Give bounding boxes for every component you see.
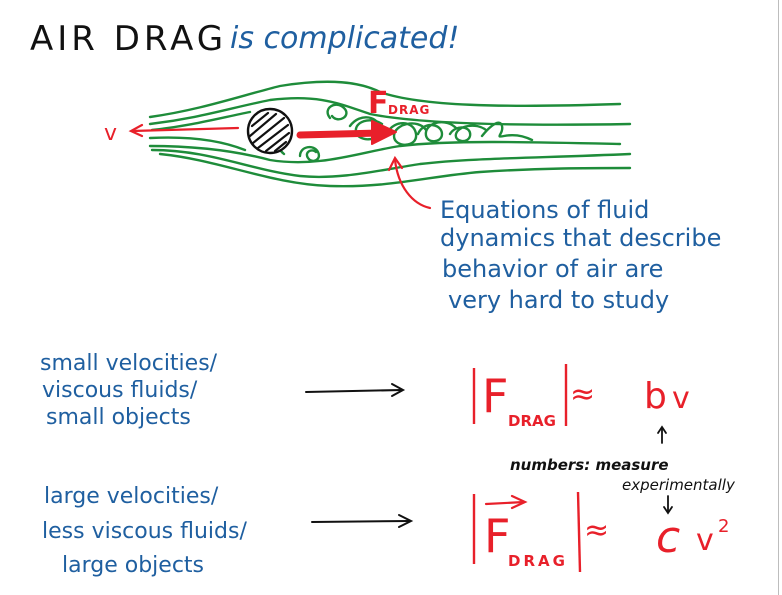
condition-line: small velocities/ bbox=[40, 351, 218, 376]
abs-bar-right bbox=[576, 491, 582, 573]
formula-variable-v: v bbox=[696, 523, 714, 558]
streamline bbox=[148, 80, 622, 119]
annotation-line: behavior of air are bbox=[442, 255, 663, 283]
condition-line: less viscous fluids/ bbox=[42, 519, 247, 544]
formula-variable-v: v bbox=[672, 381, 690, 416]
fluid-dynamics-annotation: Equations of fluid dynamics that describ… bbox=[440, 196, 721, 314]
up-arrow-icon bbox=[657, 425, 667, 444]
note-line-2: experimentally bbox=[622, 476, 736, 494]
linear-drag-formula: F DRAG ≈ b v bbox=[472, 364, 690, 430]
condition-line: small objects bbox=[46, 405, 191, 430]
quadratic-drag-formula: F DRAG ≈ c v 2 bbox=[472, 491, 729, 573]
streamline bbox=[148, 97, 632, 126]
streamline bbox=[150, 148, 632, 179]
regime-conditions: small velocities/ viscous fluids/ small … bbox=[40, 351, 218, 430]
title-air-drag: AIR DRAG bbox=[30, 19, 227, 59]
streamline bbox=[158, 152, 632, 188]
regime-quadratic: large velocities/ less viscous fluids/ l… bbox=[42, 484, 729, 578]
annotation-pointer-arrow bbox=[387, 155, 432, 210]
formula-subscript: DRAG bbox=[508, 552, 568, 570]
streamlines bbox=[148, 80, 632, 188]
annotation-line: dynamics that describe bbox=[440, 224, 721, 252]
formula-coefficient-c: c bbox=[656, 512, 680, 563]
title: AIR DRAG is complicated! bbox=[30, 19, 459, 59]
hatched-circle-ball-icon bbox=[246, 107, 294, 155]
formula-approx: ≈ bbox=[584, 513, 609, 548]
regime-arrow bbox=[305, 383, 406, 397]
formula-f: F bbox=[482, 369, 508, 423]
formula-subscript: DRAG bbox=[508, 412, 556, 430]
title-is-complicated: is complicated! bbox=[230, 21, 459, 56]
streamline bbox=[150, 110, 252, 132]
regime-arrow bbox=[311, 514, 414, 528]
formula-approx: ≈ bbox=[570, 377, 595, 412]
velocity-arrow bbox=[128, 123, 240, 138]
condition-line: viscous fluids/ bbox=[42, 378, 198, 403]
down-arrow-icon bbox=[663, 495, 673, 515]
condition-line: large velocities/ bbox=[44, 484, 219, 509]
streamline bbox=[148, 136, 247, 152]
formula-exponent: 2 bbox=[718, 516, 729, 537]
annotation-line: Equations of fluid bbox=[440, 196, 649, 224]
coefficient-note: numbers: measure experimentally bbox=[510, 425, 736, 515]
regime-conditions: large velocities/ less viscous fluids/ l… bbox=[42, 484, 247, 578]
formula-coefficient-b: b bbox=[644, 376, 667, 417]
drag-force-label: F DRAG bbox=[368, 86, 430, 121]
vector-arrow-icon bbox=[484, 494, 528, 510]
page-edge-divider bbox=[778, 0, 779, 595]
flow-diagram: v F DRAG bbox=[104, 80, 632, 210]
formula-f: F bbox=[484, 509, 510, 563]
velocity-label: v bbox=[104, 121, 117, 146]
force-symbol-f: F bbox=[368, 86, 389, 121]
wake-turbulence bbox=[274, 103, 534, 163]
regime-linear: small velocities/ viscous fluids/ small … bbox=[40, 351, 690, 430]
annotation-line: very hard to study bbox=[448, 286, 669, 314]
force-subscript-drag: DRAG bbox=[388, 103, 430, 117]
streamline bbox=[148, 140, 622, 164]
drag-force-arrow bbox=[296, 120, 397, 145]
note-line-1: numbers: measure bbox=[510, 456, 669, 474]
condition-line: large objects bbox=[62, 553, 204, 578]
